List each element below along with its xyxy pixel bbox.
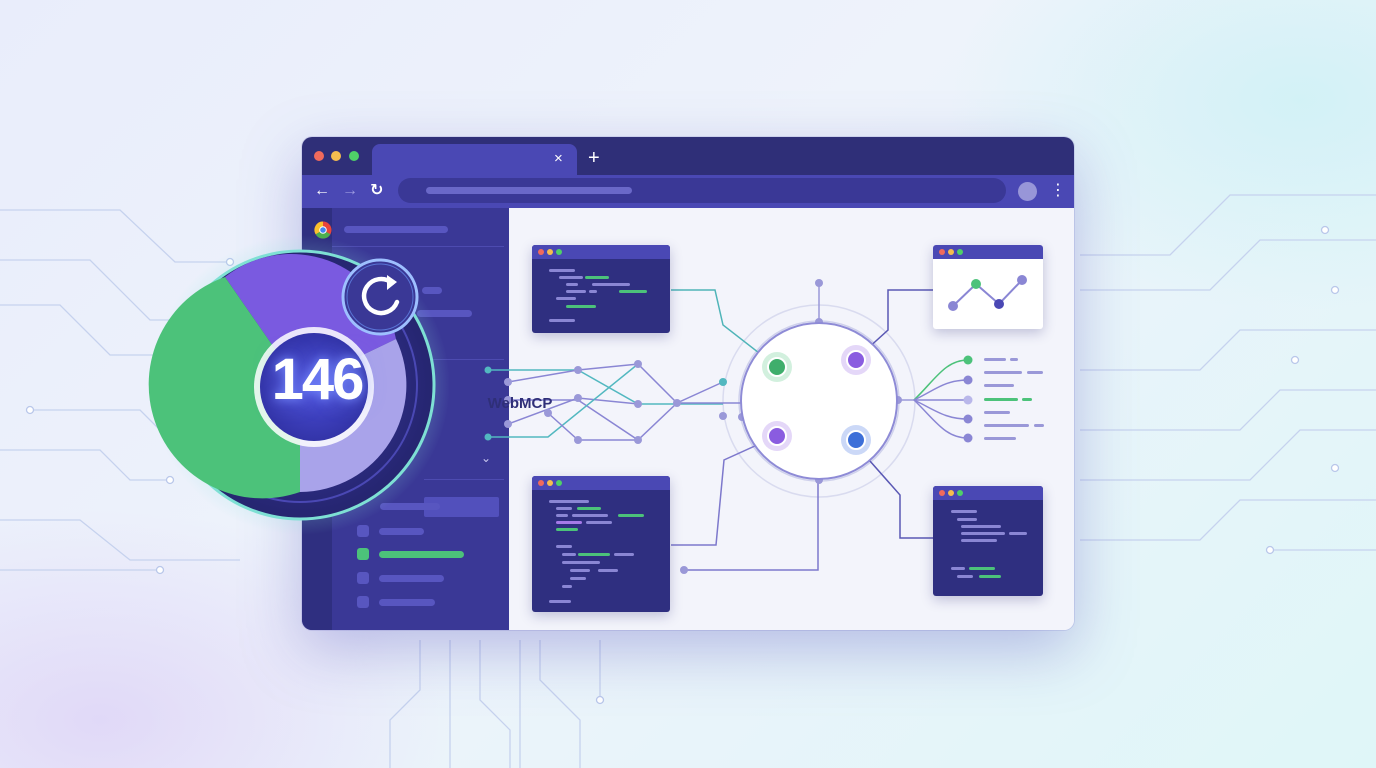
navigation-bar: ← → ↻ ⋮ — [302, 175, 1074, 208]
back-icon[interactable]: ← — [314, 182, 330, 199]
version-number: 146 — [271, 347, 365, 412]
address-placeholder — [426, 187, 632, 194]
refresh-icon[interactable] — [361, 275, 400, 316]
sidebar-item-selected[interactable] — [424, 497, 499, 517]
sidebar-item-2[interactable] — [417, 310, 472, 317]
maximize-window-dot[interactable] — [349, 151, 359, 161]
title-bar: × + — [302, 137, 1074, 175]
sidebar-item-5[interactable] — [379, 575, 444, 582]
sidebar-divider — [332, 246, 504, 247]
sidebar-divider-2 — [424, 359, 504, 360]
sidebar-item-icon — [357, 596, 369, 608]
sidebar-item-icon — [357, 572, 369, 584]
sidebar-item-1[interactable] — [422, 287, 442, 294]
close-window-dot[interactable] — [314, 151, 324, 161]
chrome-icon — [314, 221, 332, 239]
chart-panel — [933, 245, 1043, 329]
hub-label: WebMCP — [487, 395, 553, 412]
reload-icon[interactable]: ↻ — [370, 182, 384, 199]
sidebar-item-icon — [357, 525, 369, 537]
minimize-window-dot[interactable] — [331, 151, 341, 161]
profile-avatar[interactable] — [1018, 182, 1037, 201]
forward-icon[interactable]: → — [342, 182, 358, 199]
chevron-down-icon[interactable]: ⌄ — [481, 451, 492, 465]
sidebar-item-active[interactable] — [379, 551, 464, 558]
code-panel — [532, 245, 670, 333]
new-tab-icon[interactable]: + — [588, 147, 600, 169]
sidebar-item-6[interactable] — [379, 599, 435, 606]
tab-close-icon[interactable]: × — [554, 150, 563, 167]
sidebar-title-bar — [344, 226, 448, 233]
sidebar-item-4[interactable] — [379, 528, 424, 535]
code-panel — [532, 476, 670, 612]
menu-icon[interactable]: ⋮ — [1050, 182, 1066, 199]
sidebar-item-active-icon — [357, 548, 369, 560]
sidebar-item-3[interactable] — [380, 503, 440, 510]
sidebar-divider-3 — [424, 479, 504, 480]
code-panel — [933, 486, 1043, 596]
address-bar[interactable] — [398, 178, 1006, 203]
browser-tab[interactable] — [372, 144, 577, 175]
line-graph-icon — [948, 275, 1027, 311]
